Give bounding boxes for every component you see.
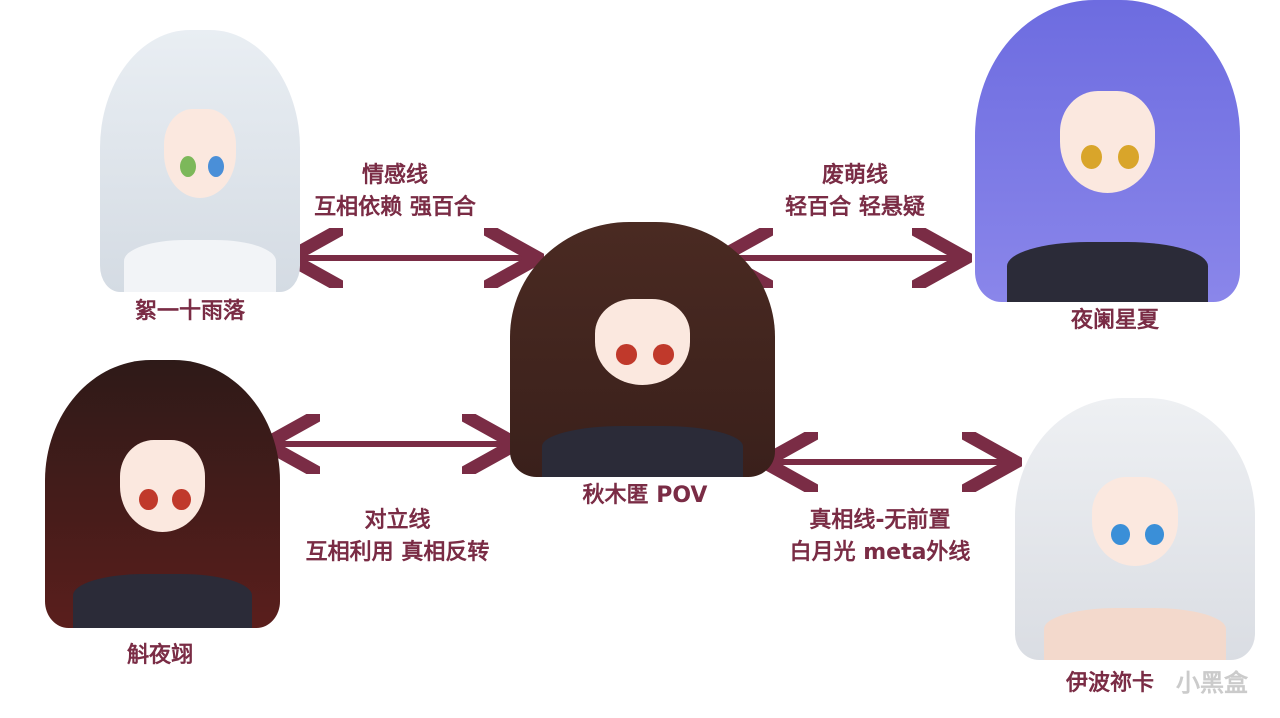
character-name-top-right: 夜阑星夏 [1070,308,1159,333]
watermark: 小黑盒 [1176,669,1248,697]
portrait-bottom-right [1015,398,1255,660]
character-name-center: 秋木匿 POV [582,483,708,508]
relation-label-bottom-right: 真相线-无前置 白月光 meta外线 [765,505,995,569]
line-title: 对立线 [364,508,431,533]
portrait-top-left [100,30,300,292]
line-desc: 白月光 meta外线 [789,540,971,565]
character-name-top-left: 絮一十雨落 [134,299,245,324]
portrait-bottom-left [45,360,280,628]
character-name-bottom-left: 斛夜翊 [126,643,193,668]
portrait-top-right [975,0,1240,302]
line-title: 废萌线 [821,163,888,188]
relation-label-bottom-left: 对立线 互相利用 真相反转 [280,505,515,569]
line-desc: 轻百合 轻悬疑 [785,195,925,220]
line-desc: 互相利用 真相反转 [305,540,490,565]
line-desc: 互相依赖 强百合 [314,195,476,220]
character-name-bottom-right: 伊波祢卡 [1065,671,1154,696]
line-title: 真相线-无前置 [809,508,951,533]
line-title: 情感线 [361,163,428,188]
relation-label-top-right: 废萌线 轻百合 轻悬疑 [755,160,955,224]
portrait-center [510,222,775,477]
relation-label-top-left: 情感线 互相依赖 强百合 [290,160,500,224]
